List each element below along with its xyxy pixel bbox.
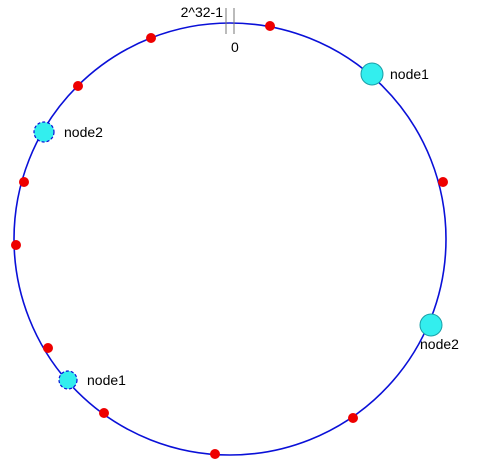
data-key-dot bbox=[348, 413, 358, 423]
data-key-dot bbox=[19, 177, 29, 187]
node2-physical-marker bbox=[419, 313, 443, 337]
ring-zero-label: 0 bbox=[231, 39, 239, 55]
ring-max-label: 2^32-1 bbox=[181, 4, 224, 20]
node2-virtual-label: node2 bbox=[64, 124, 103, 140]
node2-physical-label: node2 bbox=[420, 336, 459, 352]
data-key-dot bbox=[265, 21, 275, 31]
node1-physical-label: node1 bbox=[390, 66, 429, 82]
node2-virtual-marker bbox=[33, 121, 55, 143]
data-key-dot bbox=[99, 408, 109, 418]
data-key-dot bbox=[11, 240, 21, 250]
data-key-dot bbox=[146, 33, 156, 43]
data-key-dot bbox=[43, 343, 53, 353]
node1-physical-marker bbox=[360, 62, 384, 86]
node1-virtual-label: node1 bbox=[87, 372, 126, 388]
data-key-dot bbox=[210, 449, 220, 459]
hash-ring bbox=[13, 22, 447, 456]
data-key-dot bbox=[73, 81, 83, 91]
node1-virtual-marker bbox=[58, 370, 78, 390]
data-key-dot bbox=[438, 177, 448, 187]
